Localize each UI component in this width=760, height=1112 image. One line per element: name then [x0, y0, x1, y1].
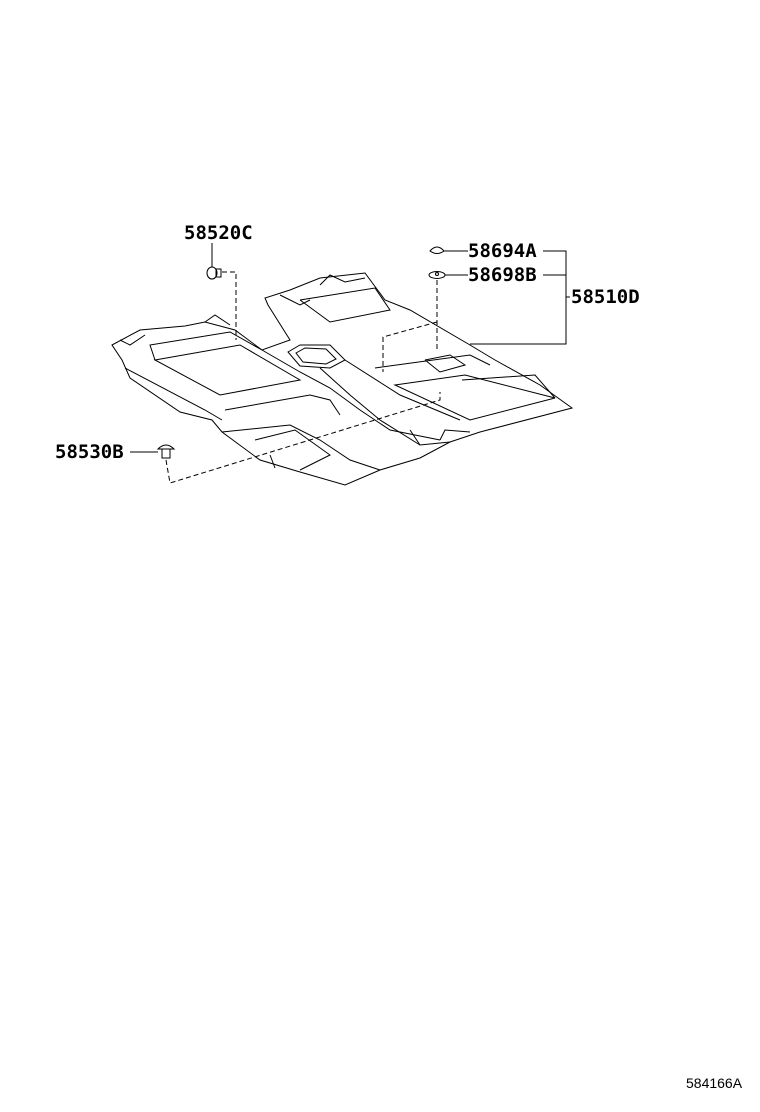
washer-icon	[428, 271, 468, 279]
part-label-58530B: 58530B	[55, 441, 124, 463]
clip-upper-icon	[206, 266, 222, 280]
part-label-58694A: 58694A	[468, 240, 537, 262]
part-label-58520C: 58520C	[184, 222, 253, 244]
floor-carpet-drawing	[111, 272, 574, 486]
part-label-58698B: 58698B	[468, 264, 537, 286]
part-label-58510D: 58510D	[571, 286, 640, 308]
diagram-code: 584166A	[686, 1075, 743, 1091]
leader-lines	[211, 243, 570, 345]
nut-icon	[429, 246, 468, 254]
clip-lower-icon	[130, 444, 176, 459]
dashed-install-lines	[165, 271, 441, 484]
